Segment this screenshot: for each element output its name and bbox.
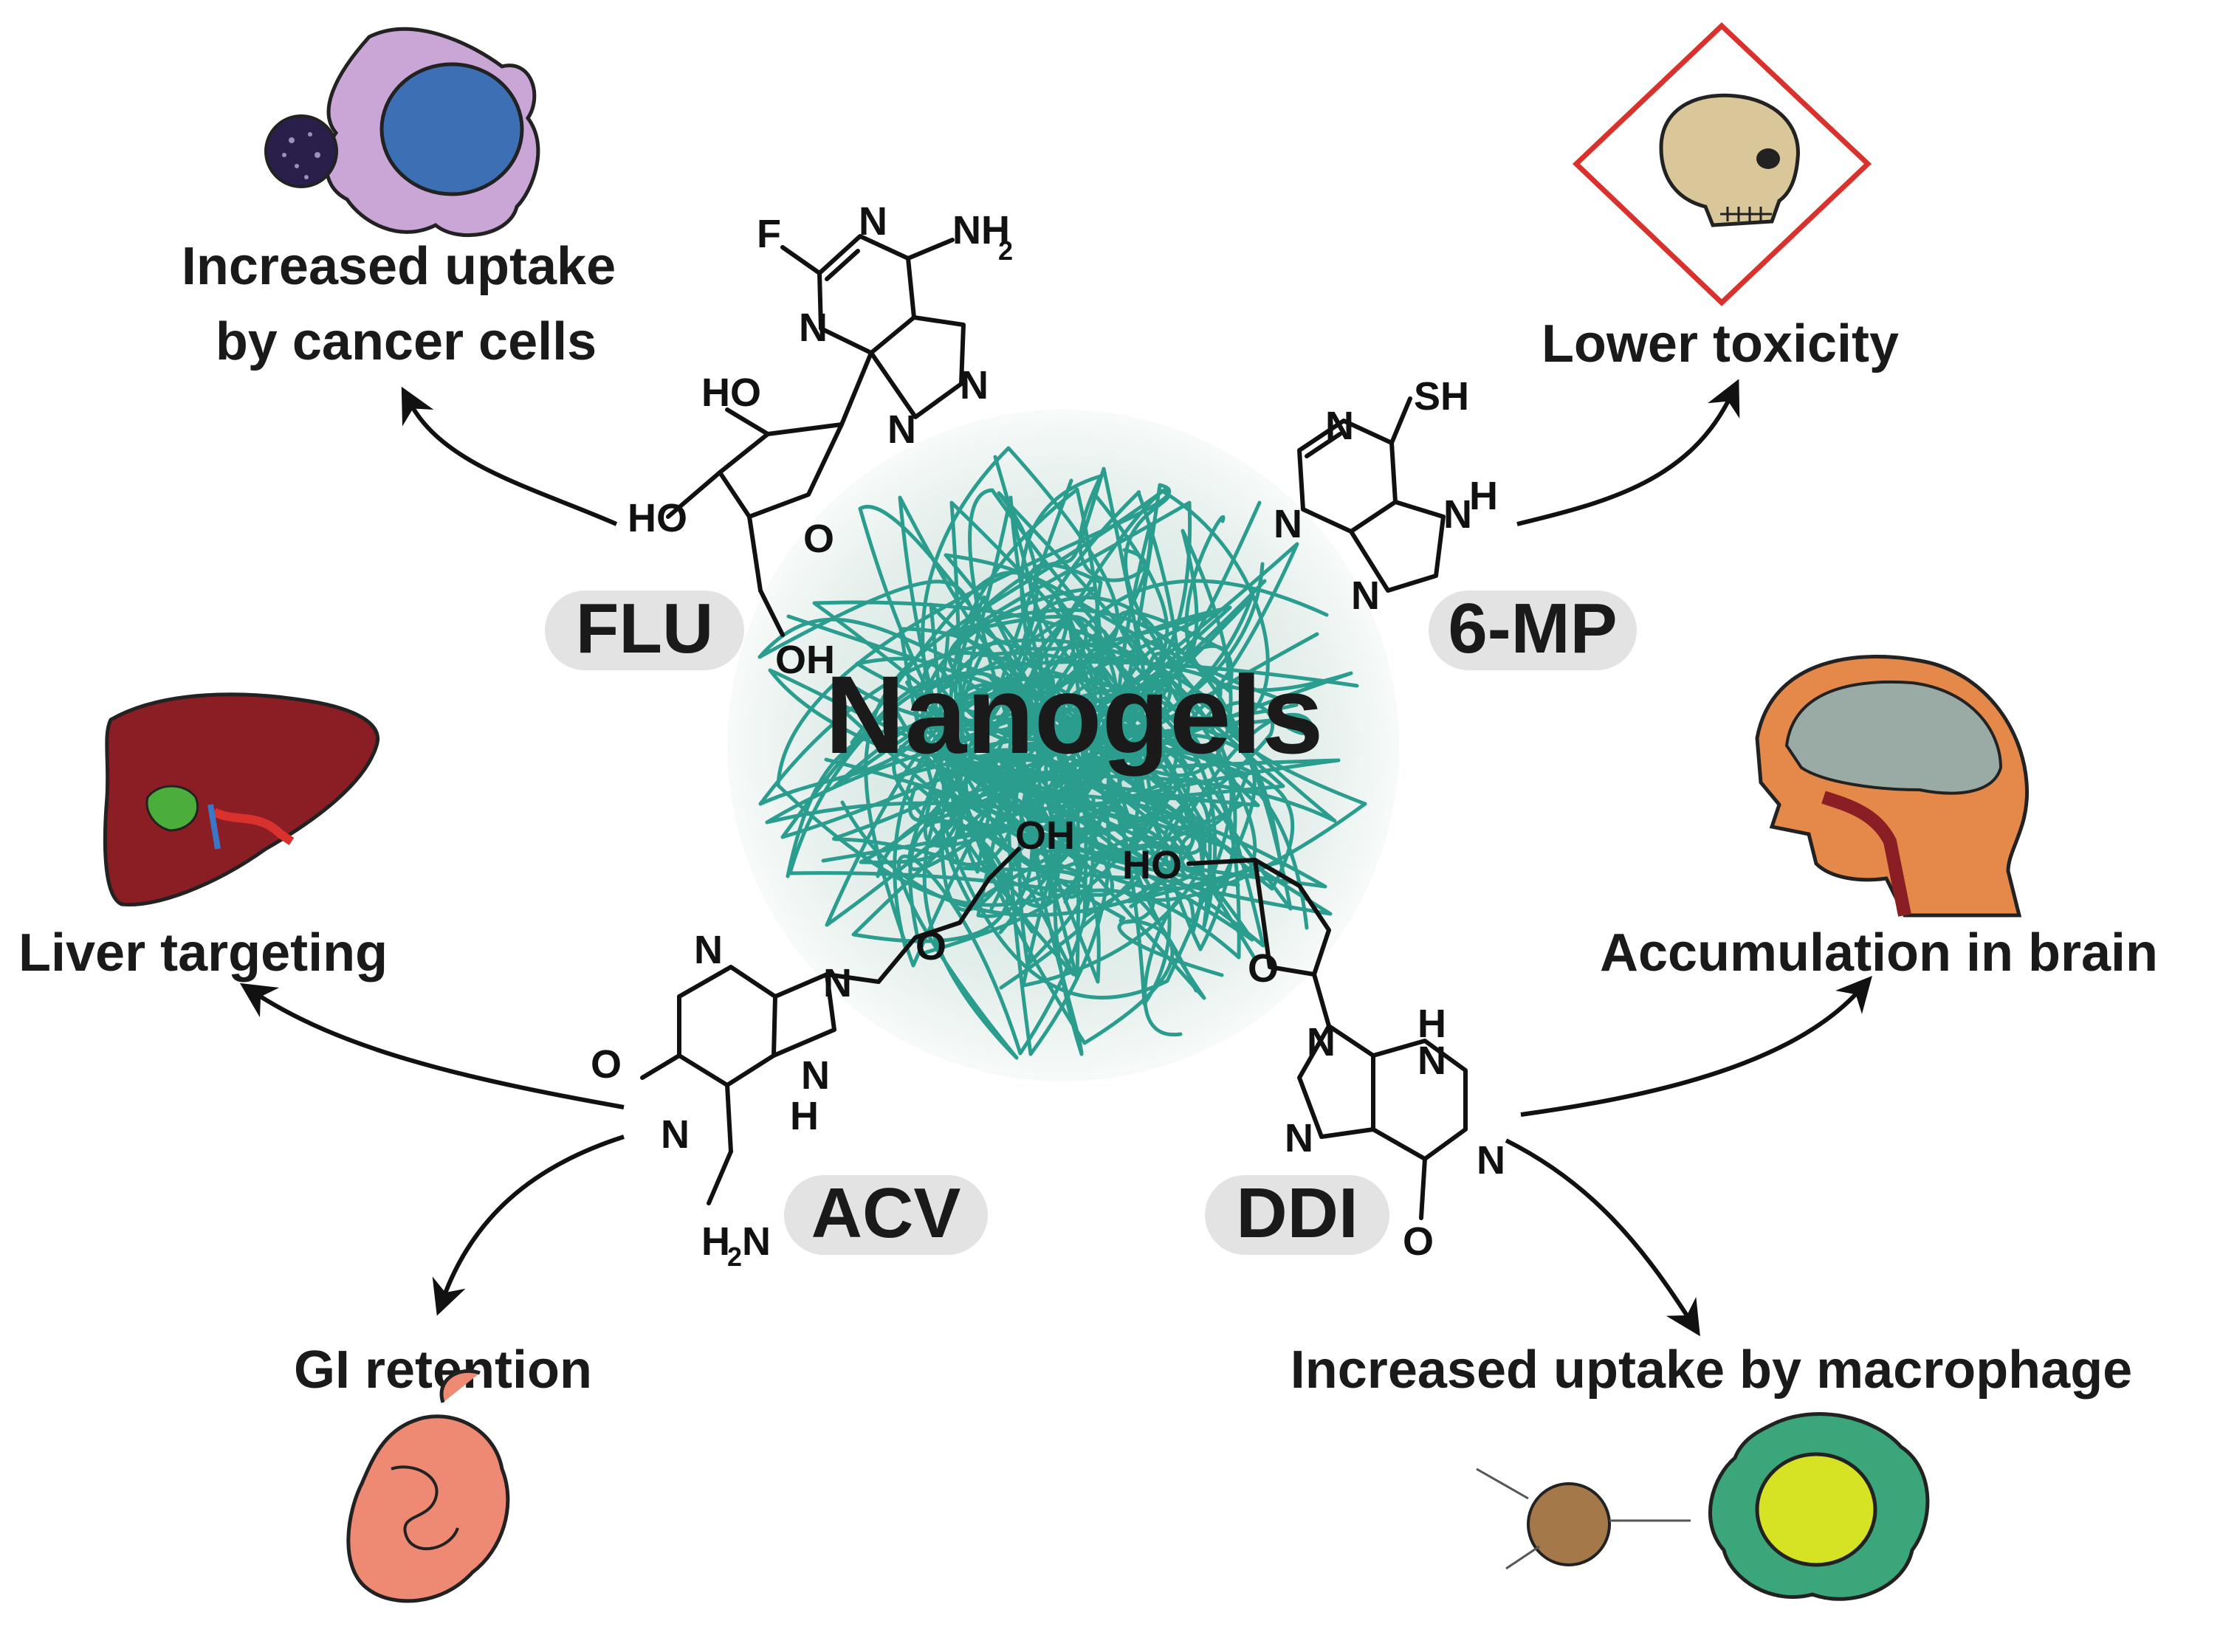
svg-text:H: H: [790, 1094, 819, 1138]
brain-head-illustration: [1755, 655, 2030, 918]
svg-text:O: O: [915, 924, 946, 968]
drug-label-acv: ACV: [784, 1174, 988, 1255]
svg-text:N: N: [799, 306, 828, 350]
polymer-strand: [786, 495, 1121, 908]
svg-text:2: 2: [998, 235, 1013, 266]
polymer-strands: [757, 446, 1367, 1060]
svg-text:HO: HO: [628, 496, 687, 540]
arrow-to-cancer: [401, 386, 618, 526]
polymer-strand: [765, 483, 1309, 960]
arrow-to-toxicity: [1516, 379, 1740, 526]
svg-text:2: 2: [727, 1242, 742, 1272]
svg-text:N: N: [1285, 1116, 1313, 1160]
svg-text:N: N: [661, 1112, 690, 1157]
intestines-illustration: [346, 1369, 510, 1603]
polymer-strand: [836, 632, 1319, 1000]
svg-text:ACV: ACV: [811, 1174, 961, 1253]
svg-text:O: O: [591, 1042, 622, 1087]
liver-illustration: [103, 692, 379, 907]
arrow-to-brain: [1520, 976, 1872, 1117]
acv-structure: N N O N H N O OH H 2 N: [591, 813, 1075, 1272]
effect-toxicity: Lower toxicity: [1542, 314, 1899, 374]
svg-text:N: N: [823, 961, 852, 1005]
macrophage-illustration: [1476, 1412, 1930, 1601]
svg-text:SH: SH: [1414, 374, 1469, 419]
toxicity-warning-icon: [1572, 22, 1872, 306]
svg-text:O: O: [803, 517, 834, 561]
svg-text:N: N: [859, 199, 887, 244]
svg-text:N: N: [694, 928, 723, 972]
svg-text:NH: NH: [952, 208, 1010, 252]
svg-text:H: H: [1417, 1002, 1446, 1046]
svg-text:O: O: [1403, 1219, 1434, 1264]
polymer-strand: [955, 467, 1314, 886]
svg-text:N: N: [1274, 502, 1302, 546]
svg-text:N: N: [1307, 1020, 1336, 1064]
svg-text:F: F: [757, 212, 781, 256]
drug-label-flu: FLU: [545, 589, 744, 670]
svg-text:H: H: [701, 1219, 730, 1264]
ddi-structure: HO O N N H N N O: [1122, 843, 1505, 1264]
svg-text:OH: OH: [1015, 813, 1075, 858]
polymer-strand: [848, 491, 1228, 1060]
svg-text:DDI: DDI: [1236, 1174, 1358, 1253]
effect-cancer-line2: by cancer cells: [216, 312, 597, 371]
svg-text:N: N: [1417, 1039, 1446, 1083]
svg-text:N: N: [1325, 404, 1354, 448]
center-title: Nanogels: [825, 653, 1323, 777]
svg-text:N: N: [1477, 1138, 1505, 1183]
svg-text:HO: HO: [1122, 843, 1182, 887]
effect-brain: Accumulation in brain: [1600, 923, 2158, 982]
effect-macrophage: Increased uptake by macrophage: [1291, 1340, 2132, 1400]
svg-text:OH: OH: [775, 638, 835, 682]
svg-text:N: N: [960, 363, 989, 407]
arrow-to-liver: [239, 982, 625, 1109]
mp-structure: N N SH N H N: [1274, 374, 1498, 618]
svg-text:HO: HO: [701, 371, 761, 415]
drug-label-6mp: 6-MP: [1429, 589, 1637, 670]
svg-text:6-MP: 6-MP: [1448, 589, 1617, 668]
nanogel-ball: [727, 410, 1399, 1081]
svg-text:O: O: [1248, 946, 1279, 991]
polymer-strand: [921, 446, 1367, 1037]
drug-label-ddi: DDI: [1205, 1174, 1389, 1255]
svg-text:N: N: [887, 407, 916, 452]
svg-text:H: H: [1469, 474, 1498, 518]
svg-text:FLU: FLU: [576, 589, 714, 668]
svg-text:N: N: [1351, 574, 1380, 618]
cancer-cell-illustration: [264, 27, 540, 238]
flu-structure: F N N NH 2 N N HO HO O OH: [628, 199, 1013, 682]
polymer-strand: [858, 474, 1249, 869]
svg-text:N: N: [742, 1219, 771, 1264]
arrow-to-gi: [432, 1135, 625, 1316]
svg-text:N: N: [1443, 492, 1472, 537]
effect-liver: Liver targeting: [18, 923, 388, 982]
arrow-to-macrophage: [1505, 1138, 1700, 1337]
svg-text:N: N: [801, 1053, 830, 1098]
polymer-strand: [758, 608, 1293, 990]
effect-cancer-line1: Increased uptake: [182, 237, 616, 296]
